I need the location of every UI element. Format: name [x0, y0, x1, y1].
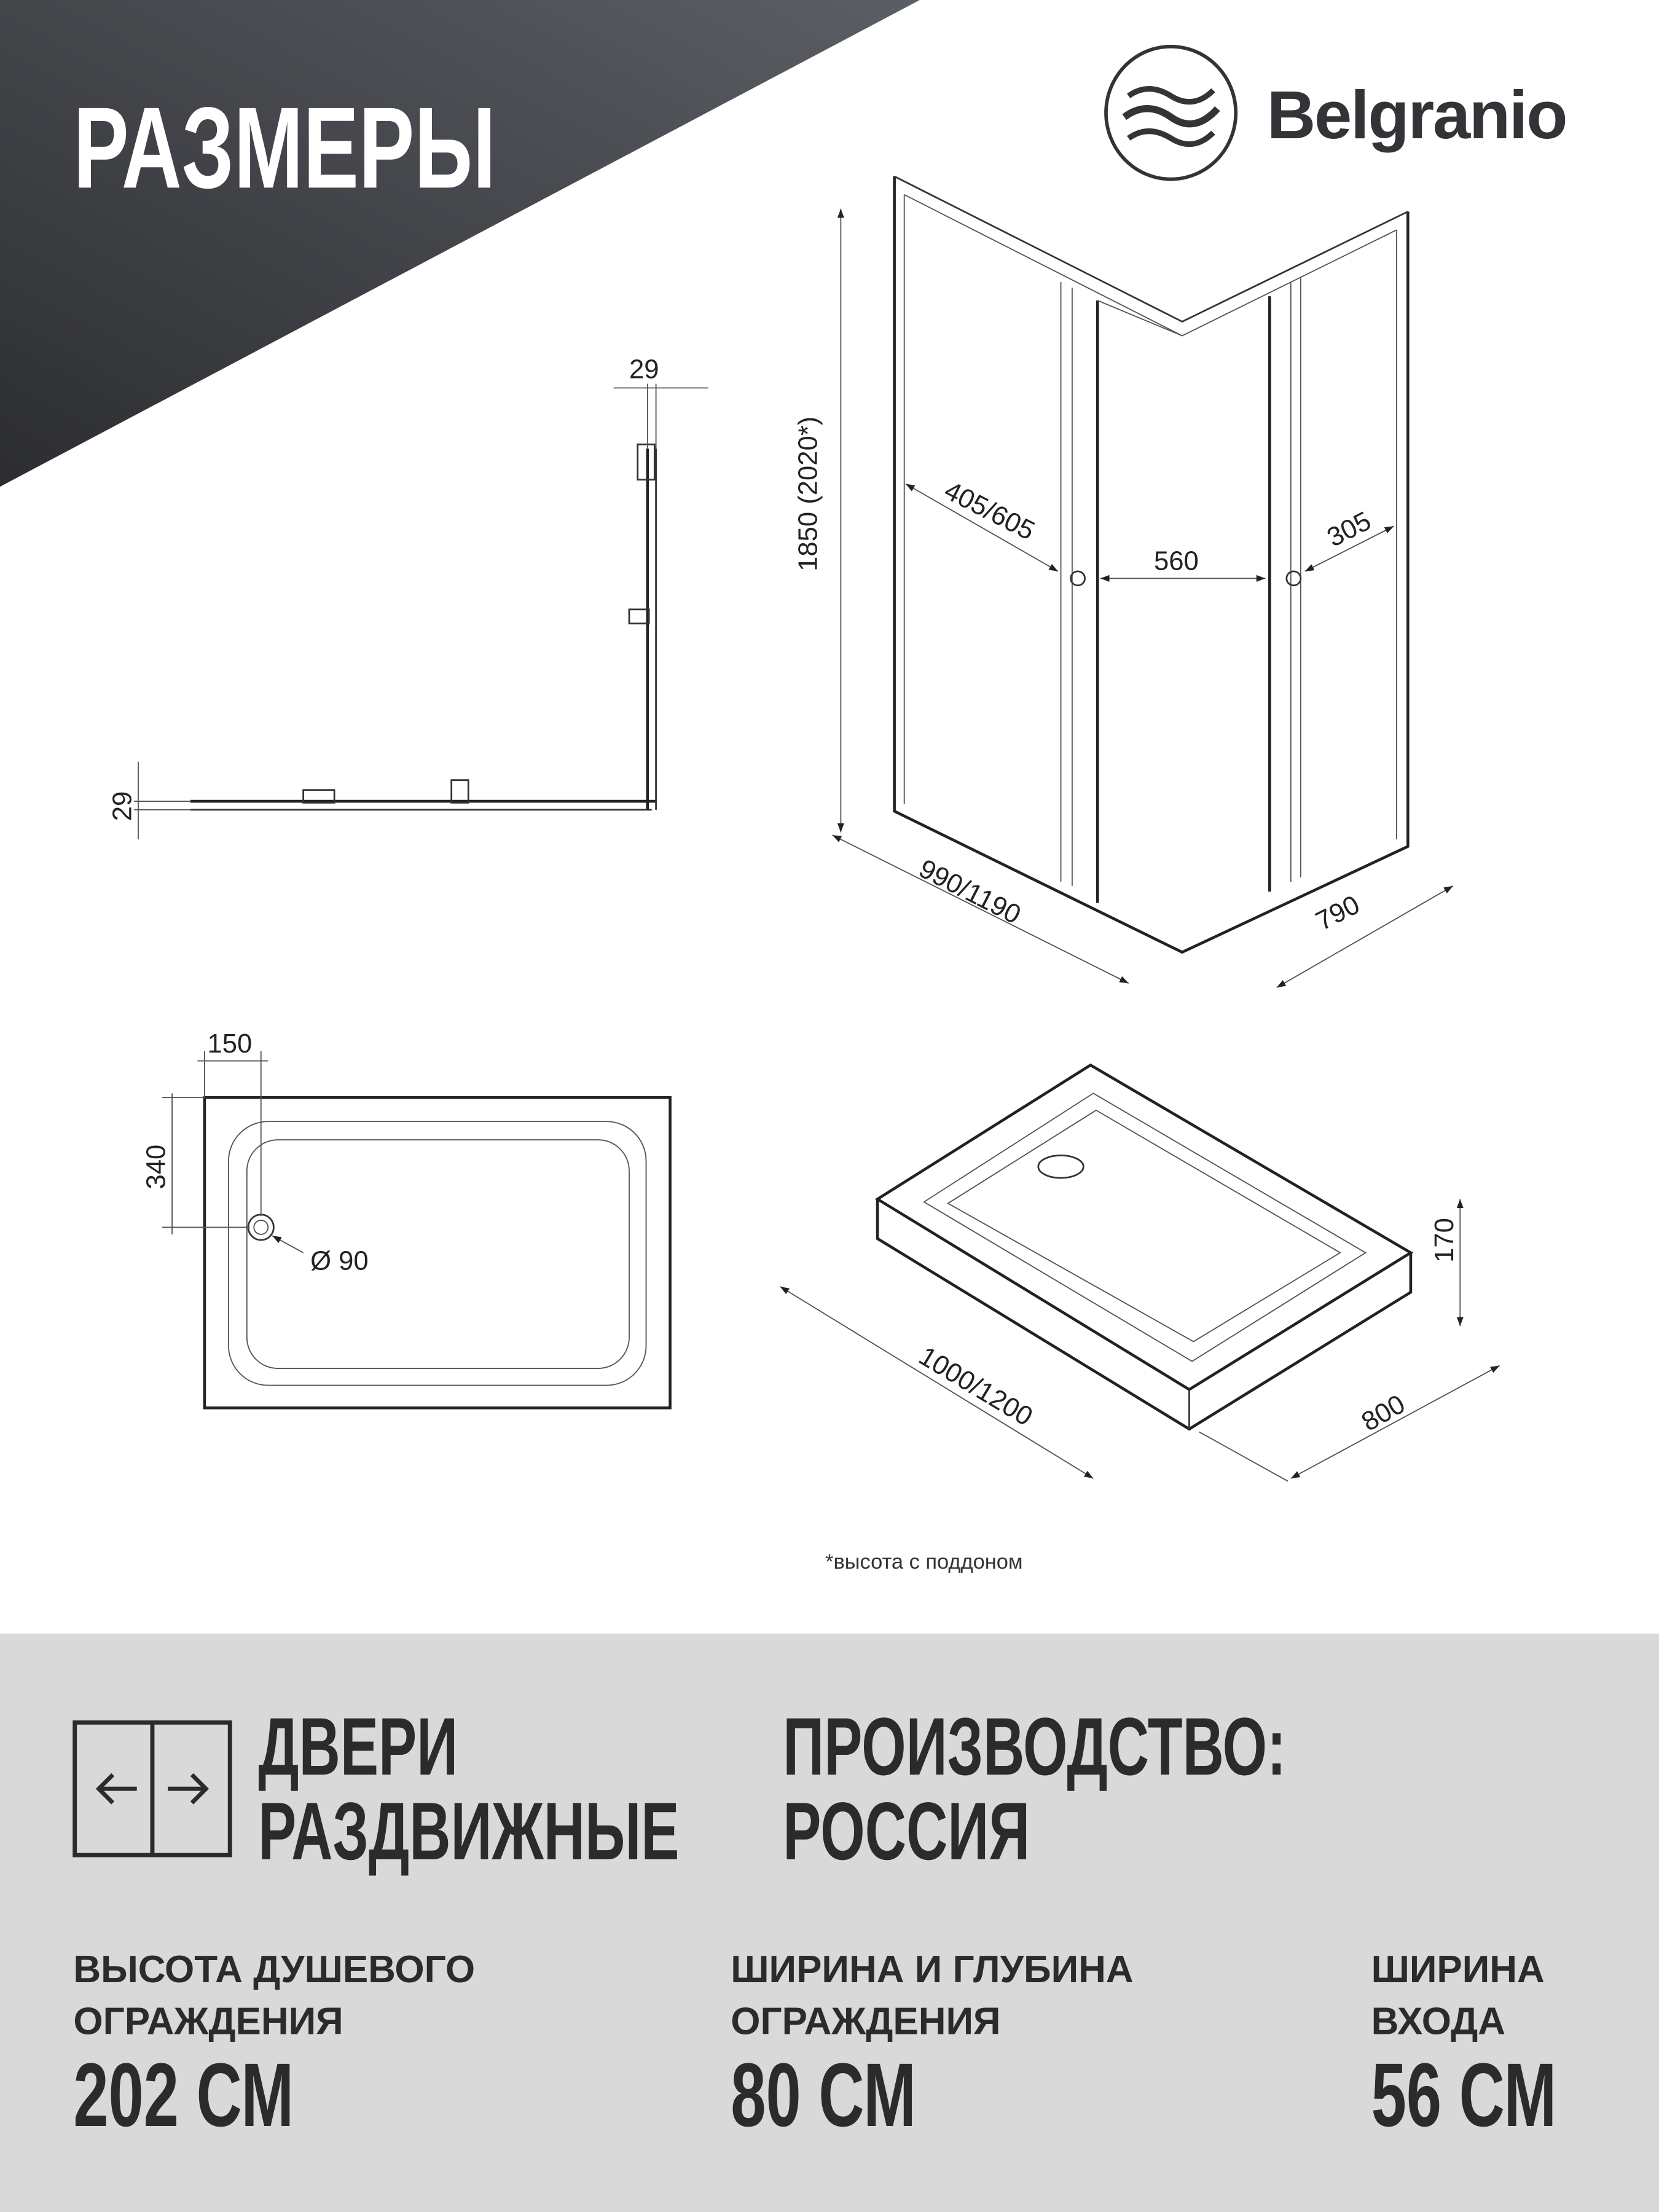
enclosure-drawing: 1850 (2020*) 405/605 560 305 990/1190 79… [793, 175, 1454, 988]
spec-entrance-label2: ВХОДА [1371, 2001, 1505, 2043]
spec-entrance-label1: ШИРИНА [1371, 1948, 1545, 1991]
header-banner [0, 0, 920, 487]
dim-fixed-panel: 405/605 [939, 476, 1039, 546]
brand-name: Belgranio [1267, 77, 1567, 153]
dim-profile-horizontal: 29 [108, 791, 138, 822]
waves-circle-icon [1104, 44, 1238, 181]
dim-drain-y: 340 [142, 1145, 171, 1190]
features-panel [0, 1633, 1659, 2212]
spec-height-label1: ВЫСОТА ДУШЕВОГО [73, 1948, 475, 1991]
doors-line1: ДВЕРИ [258, 1701, 458, 1792]
spec-entrance-value: 56 СМ [1371, 2044, 1557, 2146]
spec-size-label1: ШИРИНА И ГЛУБИНА [731, 1948, 1133, 1991]
doors-line2: РАЗДВИЖНЫЕ [258, 1786, 679, 1877]
spec-size-label2: ОГРАЖДЕНИЯ [731, 2001, 1000, 2043]
origin-line2: РОССИЯ [783, 1786, 1030, 1877]
dim-depth: 790 [1311, 890, 1365, 936]
dim-drain-x: 150 [208, 1029, 253, 1059]
dim-height: 1850 (2020*) [793, 417, 823, 571]
dim-side-panel: 305 [1322, 506, 1376, 553]
top-view-drawing: 29 29 [108, 355, 708, 840]
drain-icon [1037, 1154, 1084, 1179]
dim-tray-length: 1000/1200 [914, 1341, 1037, 1432]
dim-tray-depth: 800 [1357, 1389, 1410, 1437]
footnote: *высота с поддоном [825, 1550, 1022, 1574]
dim-tray-height: 170 [1430, 1218, 1459, 1263]
tray-iso-drawing: 1000/1200 800 170 [780, 1063, 1500, 1482]
origin-line1: ПРОИЗВОДСТВО: [783, 1701, 1286, 1792]
brand-logo: Belgranio [1104, 44, 1568, 181]
spec-height-label2: ОГРАЖДЕНИЯ [73, 2001, 343, 2043]
dim-length: 990/1190 [914, 854, 1026, 930]
dim-entrance: 560 [1154, 547, 1199, 576]
spec-height-value: 202 СМ [73, 2044, 294, 2146]
sliding-doors-icon [73, 1720, 232, 1857]
spec-size-value: 80 СМ [731, 2044, 916, 2146]
dim-profile-vertical: 29 [629, 355, 659, 384]
dim-drain-diameter: Ø 90 [310, 1246, 369, 1276]
tray-plan-drawing: 150 340 Ø 90 [142, 1029, 672, 1410]
page-title: РАЗМЕРЫ [73, 84, 496, 213]
